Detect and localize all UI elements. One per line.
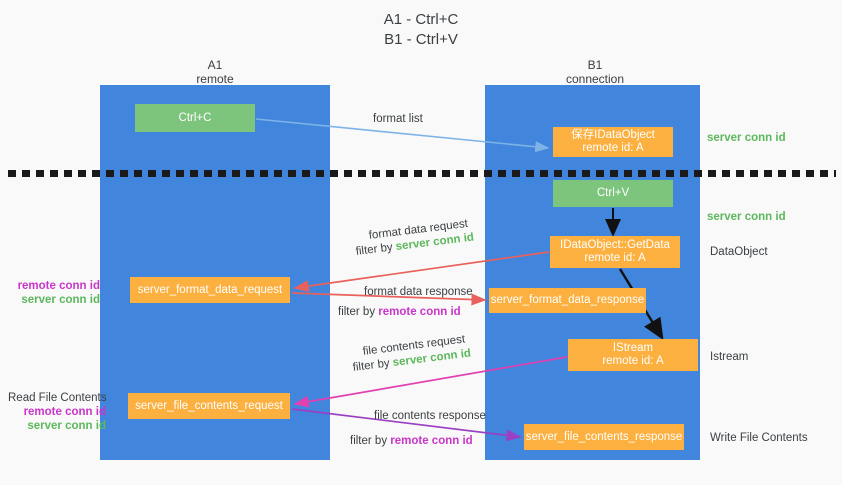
phase-divider <box>8 170 836 177</box>
box-ctrl-v-label: Ctrl+V <box>596 187 630 199</box>
box-get-data-line1: IDataObject::GetData <box>560 239 670 251</box>
lane-header-a1: A1 remote <box>115 58 315 86</box>
box-server-file-contents-response[interactable]: server_file_contents_response <box>524 424 684 450</box>
box-server-format-data-response-label: server_format_data_response <box>490 294 645 306</box>
box-get-data-line2: remote id: A <box>584 252 646 264</box>
label-format-list: format list <box>373 113 423 125</box>
left-read-file-contents: Read File Contents <box>8 392 107 404</box>
title-line-1: A1 - Ctrl+C <box>383 11 459 28</box>
left-server-conn-id-2: server conn id <box>27 420 106 432</box>
lane-a1-sub: remote <box>196 72 234 86</box>
left-annotation-file-contents: Read File Contents remote conn id server… <box>8 391 106 433</box>
box-istream[interactable]: IStream remote id: A <box>568 339 698 371</box>
filter-prefix: filter by <box>352 357 394 374</box>
side-label-data-object: DataObject <box>710 246 768 258</box>
side-label-server-conn-id-2: server conn id <box>707 211 786 223</box>
box-data-object[interactable]: 保存IDataObject remote id: A <box>553 127 673 157</box>
box-server-format-data-request[interactable]: server_format_data_request <box>130 277 290 303</box>
label-format-data-response: format data response <box>364 286 473 298</box>
box-server-format-data-response[interactable]: server_format_data_response <box>489 288 646 313</box>
left-remote-conn-id-2: remote conn id <box>23 406 106 418</box>
lane-b1-sub: connection <box>565 72 625 86</box>
filter-value-remote-conn-id: remote conn id <box>378 306 461 318</box>
filter-prefix: filter by <box>355 241 397 258</box>
box-ctrl-v[interactable]: Ctrl+V <box>553 180 673 207</box>
page-title: A1 - Ctrl+C B1 - Ctrl+V <box>0 10 842 50</box>
left-annotation-format: remote conn id server conn id <box>8 279 100 307</box>
title-line-2: B1 - Ctrl+V <box>384 31 458 48</box>
left-server-conn-id-1: server conn id <box>21 294 100 306</box>
side-label-write-file-contents: Write File Contents <box>710 432 808 444</box>
label-format-data-response-filter: filter by remote conn id <box>338 305 461 319</box>
filter-value-remote-conn-id: remote conn id <box>390 435 473 447</box>
box-ctrl-c-label: Ctrl+C <box>178 111 212 124</box>
filter-prefix: filter by <box>338 306 379 318</box>
left-remote-conn-id-1: remote conn id <box>17 280 100 292</box>
box-istream-line1: IStream <box>612 342 654 354</box>
lane-header-b1: B1 connection <box>495 58 695 86</box>
lane-a1-name: A1 <box>207 58 223 72</box>
filter-prefix: filter by <box>350 435 391 447</box>
lane-b1-name: B1 <box>587 58 603 72</box>
box-data-object-line2: remote id: A <box>582 142 644 154</box>
box-ctrl-c[interactable]: Ctrl+C <box>135 104 255 132</box>
box-server-format-data-request-label: server_format_data_request <box>137 283 283 296</box>
side-label-server-conn-id-1: server conn id <box>707 132 786 144</box>
box-server-file-contents-response-label: server_file_contents_response <box>525 430 683 443</box>
box-get-data[interactable]: IDataObject::GetData remote id: A <box>550 236 680 268</box>
side-label-istream: Istream <box>710 351 749 363</box>
box-istream-line2: remote id: A <box>602 355 664 367</box>
label-file-contents-response-filter: filter by remote conn id <box>350 434 473 448</box>
box-server-file-contents-request[interactable]: server_file_contents_request <box>128 393 290 419</box>
label-file-contents-response: file contents response <box>374 410 486 422</box>
box-server-file-contents-request-label: server_file_contents_request <box>135 399 283 412</box>
box-data-object-line1: 保存IDataObject <box>571 129 655 141</box>
